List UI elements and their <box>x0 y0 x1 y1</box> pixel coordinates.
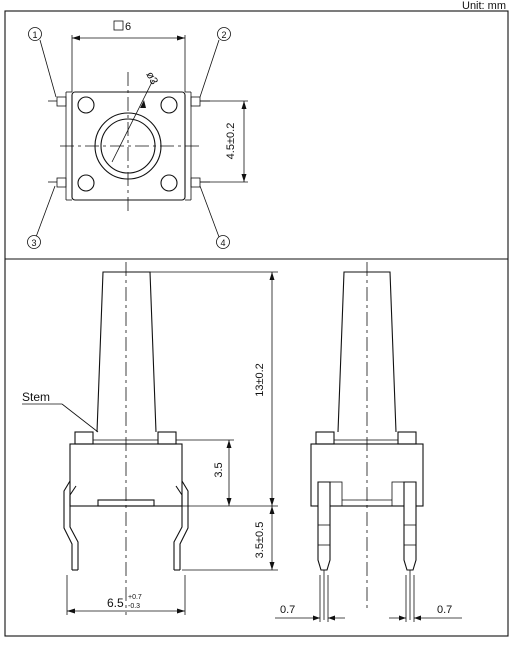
diameter-label: ø3 <box>143 70 160 87</box>
lead-stub-3 <box>56 177 67 188</box>
pin-1-label: 1 <box>32 30 37 40</box>
lead-left-outer <box>63 480 73 570</box>
side-lug-right <box>397 431 417 445</box>
lead-left-inner <box>69 485 79 570</box>
pin-1-callout <box>28 27 42 41</box>
lead-right-outer <box>179 480 189 570</box>
mount-hole <box>160 96 178 114</box>
lead-right-inner <box>173 485 183 570</box>
lead-span-label: 6.5 <box>107 596 124 610</box>
mount-hole <box>77 174 95 192</box>
body-height-label: 3.5 <box>213 462 225 477</box>
mount-hole <box>77 96 95 114</box>
unit-label: Unit: mm <box>462 0 506 12</box>
pin-4-label: 4 <box>220 238 225 248</box>
lead-stub-2 <box>190 96 201 107</box>
lead-stub-4 <box>190 177 201 188</box>
side-lead-left <box>317 481 331 620</box>
drawing-border <box>4 10 509 637</box>
side-view: 0.7 0.7 <box>275 262 462 622</box>
side-body-step-left <box>329 481 343 507</box>
pitch-label: 4.5±0.2 <box>225 123 237 160</box>
switch-body-side <box>310 443 424 507</box>
body-foot <box>97 499 155 507</box>
stem-leader <box>61 403 99 433</box>
top-view: 6 ø3 4 <box>27 20 248 249</box>
side-body-step-right <box>391 481 405 507</box>
side-stem-outline <box>337 271 397 433</box>
width-label: 6 <box>125 21 131 33</box>
lead-span-tolerance-plus: +0.7 <box>128 594 142 601</box>
stem-label: Stem <box>22 390 50 404</box>
pin-2-label: 2 <box>221 30 226 40</box>
lead-span-tolerance-minus: -0.3 <box>128 603 140 610</box>
pin-2-callout <box>217 27 231 41</box>
diameter-leader <box>111 79 154 163</box>
lead-stub-1 <box>56 96 67 107</box>
front-view: Stem 13±0.2 3.5 3.5±0.5 6.5 +0.7 -0.3 <box>22 262 278 615</box>
pin-4-callout <box>216 235 230 249</box>
stem-lug-left <box>74 431 94 445</box>
side-lead-right <box>403 481 417 620</box>
stem-outline <box>96 271 157 433</box>
lead-width-right-label: 0.7 <box>437 604 452 616</box>
mount-hole <box>160 174 178 192</box>
pin-3-label: 3 <box>31 238 36 248</box>
side-lug-left <box>315 431 335 445</box>
stem-lug-right <box>157 431 177 445</box>
square-symbol-icon <box>113 20 124 31</box>
pin-3-callout <box>27 235 41 249</box>
total-height-label: 13±0.2 <box>254 363 266 397</box>
lead-width-left-label: 0.7 <box>280 604 295 616</box>
lead-length-label: 3.5±0.5 <box>254 522 266 559</box>
